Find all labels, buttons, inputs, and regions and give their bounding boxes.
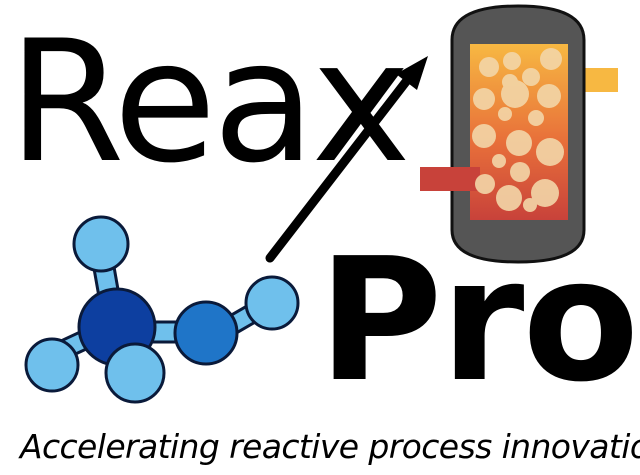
- molecule-icon: [24, 215, 300, 404]
- arrow-icon: [265, 56, 428, 263]
- reactor-inlet-pipe: [420, 167, 480, 191]
- tagline: Accelerating reactive process innovation: [20, 427, 640, 466]
- atom-left: [24, 337, 80, 393]
- reactor-icon: [420, 4, 618, 264]
- atom-right: [173, 300, 239, 366]
- logo-word-reax: Reax: [8, 4, 411, 200]
- atom-far-right: [244, 275, 300, 331]
- atom-bottom: [104, 342, 166, 404]
- atom-top: [72, 215, 130, 273]
- reactor-bubbles: [472, 48, 564, 212]
- logo-word-pro: Pro: [318, 222, 639, 420]
